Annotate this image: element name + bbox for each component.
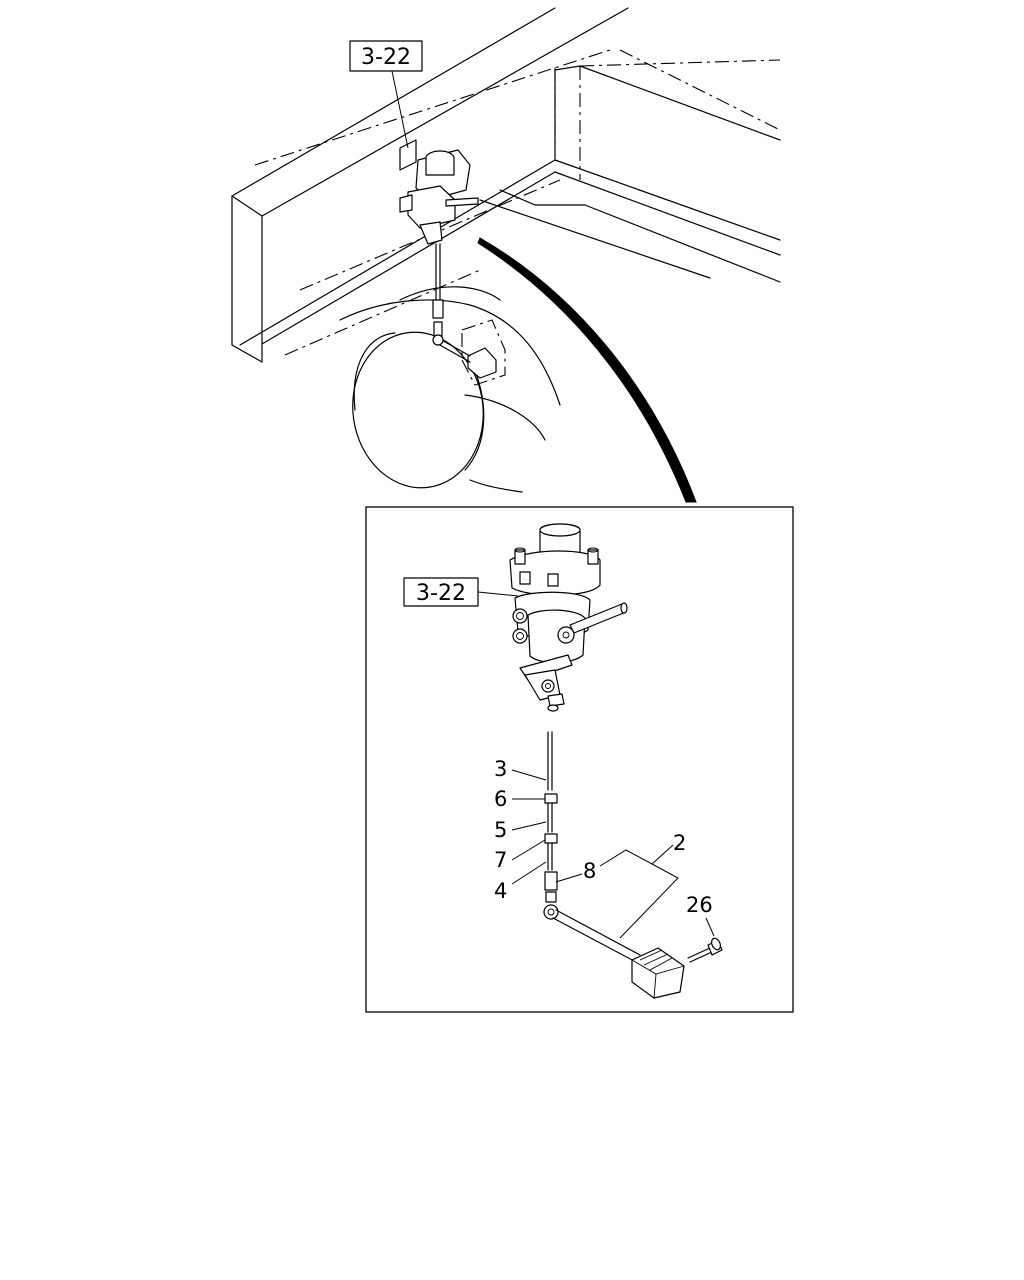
callout-8: 8 <box>583 859 596 883</box>
callout-4: 4 <box>494 879 507 903</box>
callout-5: 5 <box>494 818 507 842</box>
reference-label-detail: 3-22 <box>416 581 466 606</box>
callout-7: 7 <box>494 848 507 872</box>
frame-overview <box>231 7 781 493</box>
callout-6: 6 <box>494 787 507 811</box>
load-sensing-valve-detail <box>509 523 628 712</box>
callout-26: 26 <box>686 893 713 917</box>
reference-callout-top: 3-22 <box>349 40 423 149</box>
detail-indicator-arrow <box>477 237 697 503</box>
callout-2: 2 <box>673 831 686 855</box>
callout-3: 3 <box>494 757 507 781</box>
part-callouts: 3 6 5 7 4 8 2 26 <box>494 757 715 939</box>
load-sensing-valve-small <box>399 139 479 363</box>
adjusting-rod-assembly <box>543 731 723 999</box>
reference-label-top: 3-22 <box>361 45 411 70</box>
detail-frame <box>365 506 794 1013</box>
reference-callout-detail: 3-22 <box>403 577 519 607</box>
